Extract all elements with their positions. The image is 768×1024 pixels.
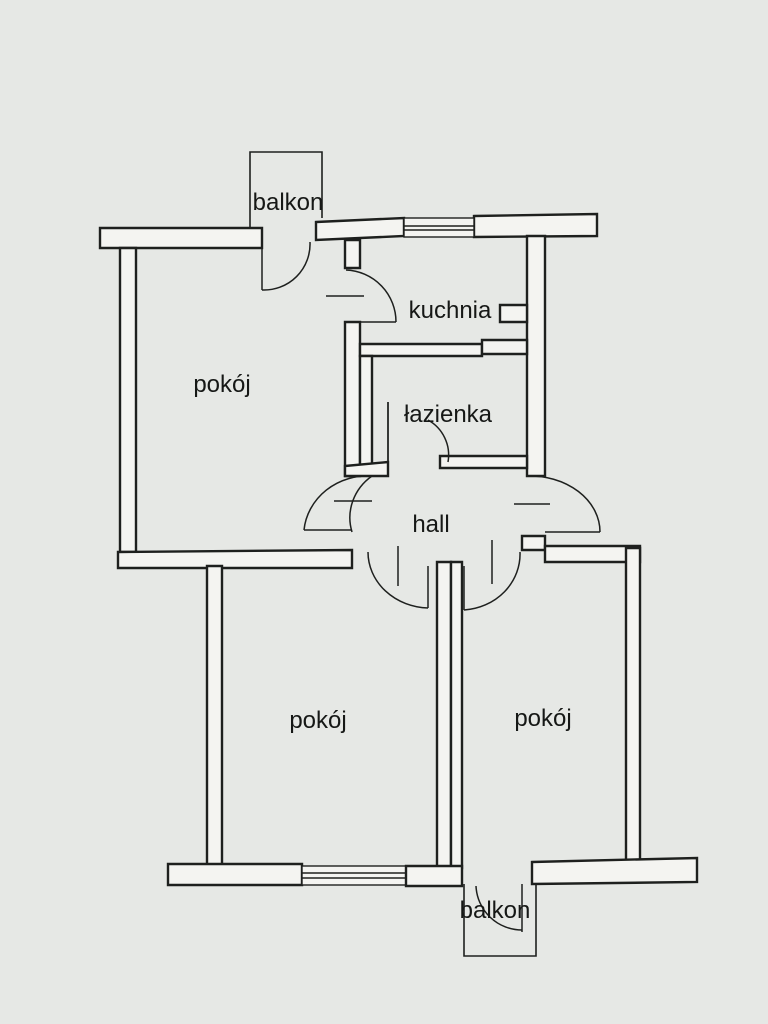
balcony-bottom (463, 884, 537, 957)
wall-right-upper (525, 234, 547, 478)
label-room-bottom-left: pokój (289, 707, 346, 734)
walls-kitchen-bath (343, 238, 529, 478)
wall-mid-horizontal (116, 534, 642, 570)
label-bathroom: łazienka (404, 401, 493, 428)
label-balcony-bottom: balkon (460, 897, 531, 924)
wall-left (118, 246, 138, 554)
walls-room-bottom-left (166, 564, 464, 888)
label-kitchen: kuchnia (409, 297, 492, 324)
walls-room-bottom-right (530, 546, 699, 886)
door-swings (261, 241, 601, 932)
label-balcony-top: balkon (253, 189, 324, 216)
wall-center-vertical (435, 560, 464, 872)
balcony-top (249, 151, 323, 232)
wall-top (98, 212, 599, 250)
label-hall: hall (412, 511, 449, 538)
label-room-bottom-right: pokój (514, 705, 571, 732)
label-room-left: pokój (193, 371, 250, 398)
